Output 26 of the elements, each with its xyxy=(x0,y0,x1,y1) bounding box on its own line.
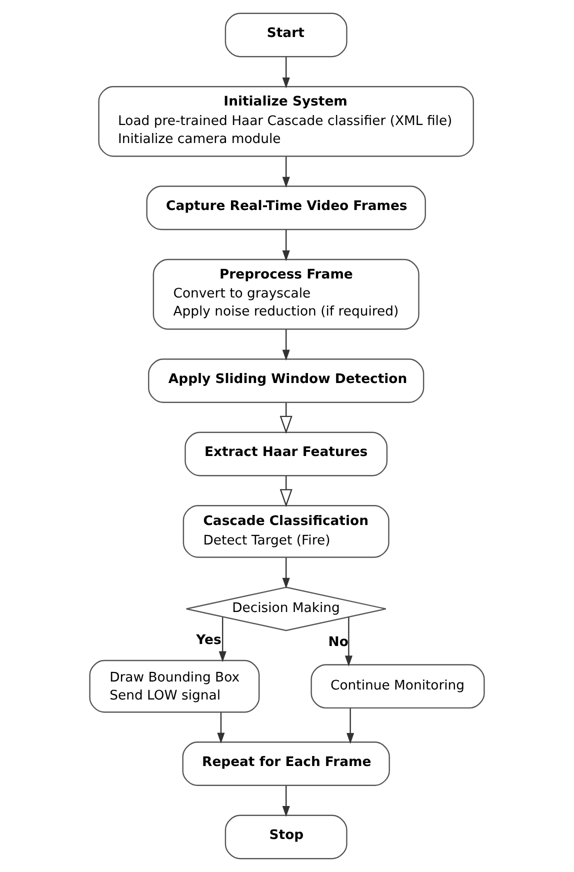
arrow xyxy=(280,402,292,434)
arrow xyxy=(282,786,290,817)
node-box: Stop xyxy=(224,814,348,860)
arrow xyxy=(218,617,226,662)
node-box: Initialize System Load pre-trained Haar Cascade classifier (XML file) Initialize camera module xyxy=(98,86,474,157)
arrow xyxy=(217,712,225,744)
arrow xyxy=(282,156,290,188)
arrow xyxy=(282,230,290,262)
node-box: Preprocess Frame Convert to grayscale Apply noise reduction (if required) xyxy=(152,258,420,330)
arrow xyxy=(282,558,290,589)
arrow xyxy=(344,617,352,666)
arrow xyxy=(346,708,354,744)
arrow xyxy=(282,330,290,361)
node-diamond: Decision Making xyxy=(186,586,386,632)
node-box: Capture Real-Time Video Frames xyxy=(146,186,426,230)
node-box: Continue Monitoring xyxy=(310,664,485,709)
node-box: Repeat for Each Frame xyxy=(182,742,390,786)
edge-label: Yes xyxy=(196,632,222,648)
arrow xyxy=(280,476,292,508)
node-box: Extract Haar Features xyxy=(184,432,388,476)
node-box: Start xyxy=(224,12,348,58)
arrow xyxy=(282,56,290,88)
node-box: Cascade Classification Detect Target (Fire) xyxy=(182,505,390,558)
node-box: Draw Bounding Box Send LOW signal xyxy=(89,660,260,713)
node-box: Apply Sliding Window Detection xyxy=(148,358,424,403)
edge-label: No xyxy=(328,635,348,650)
